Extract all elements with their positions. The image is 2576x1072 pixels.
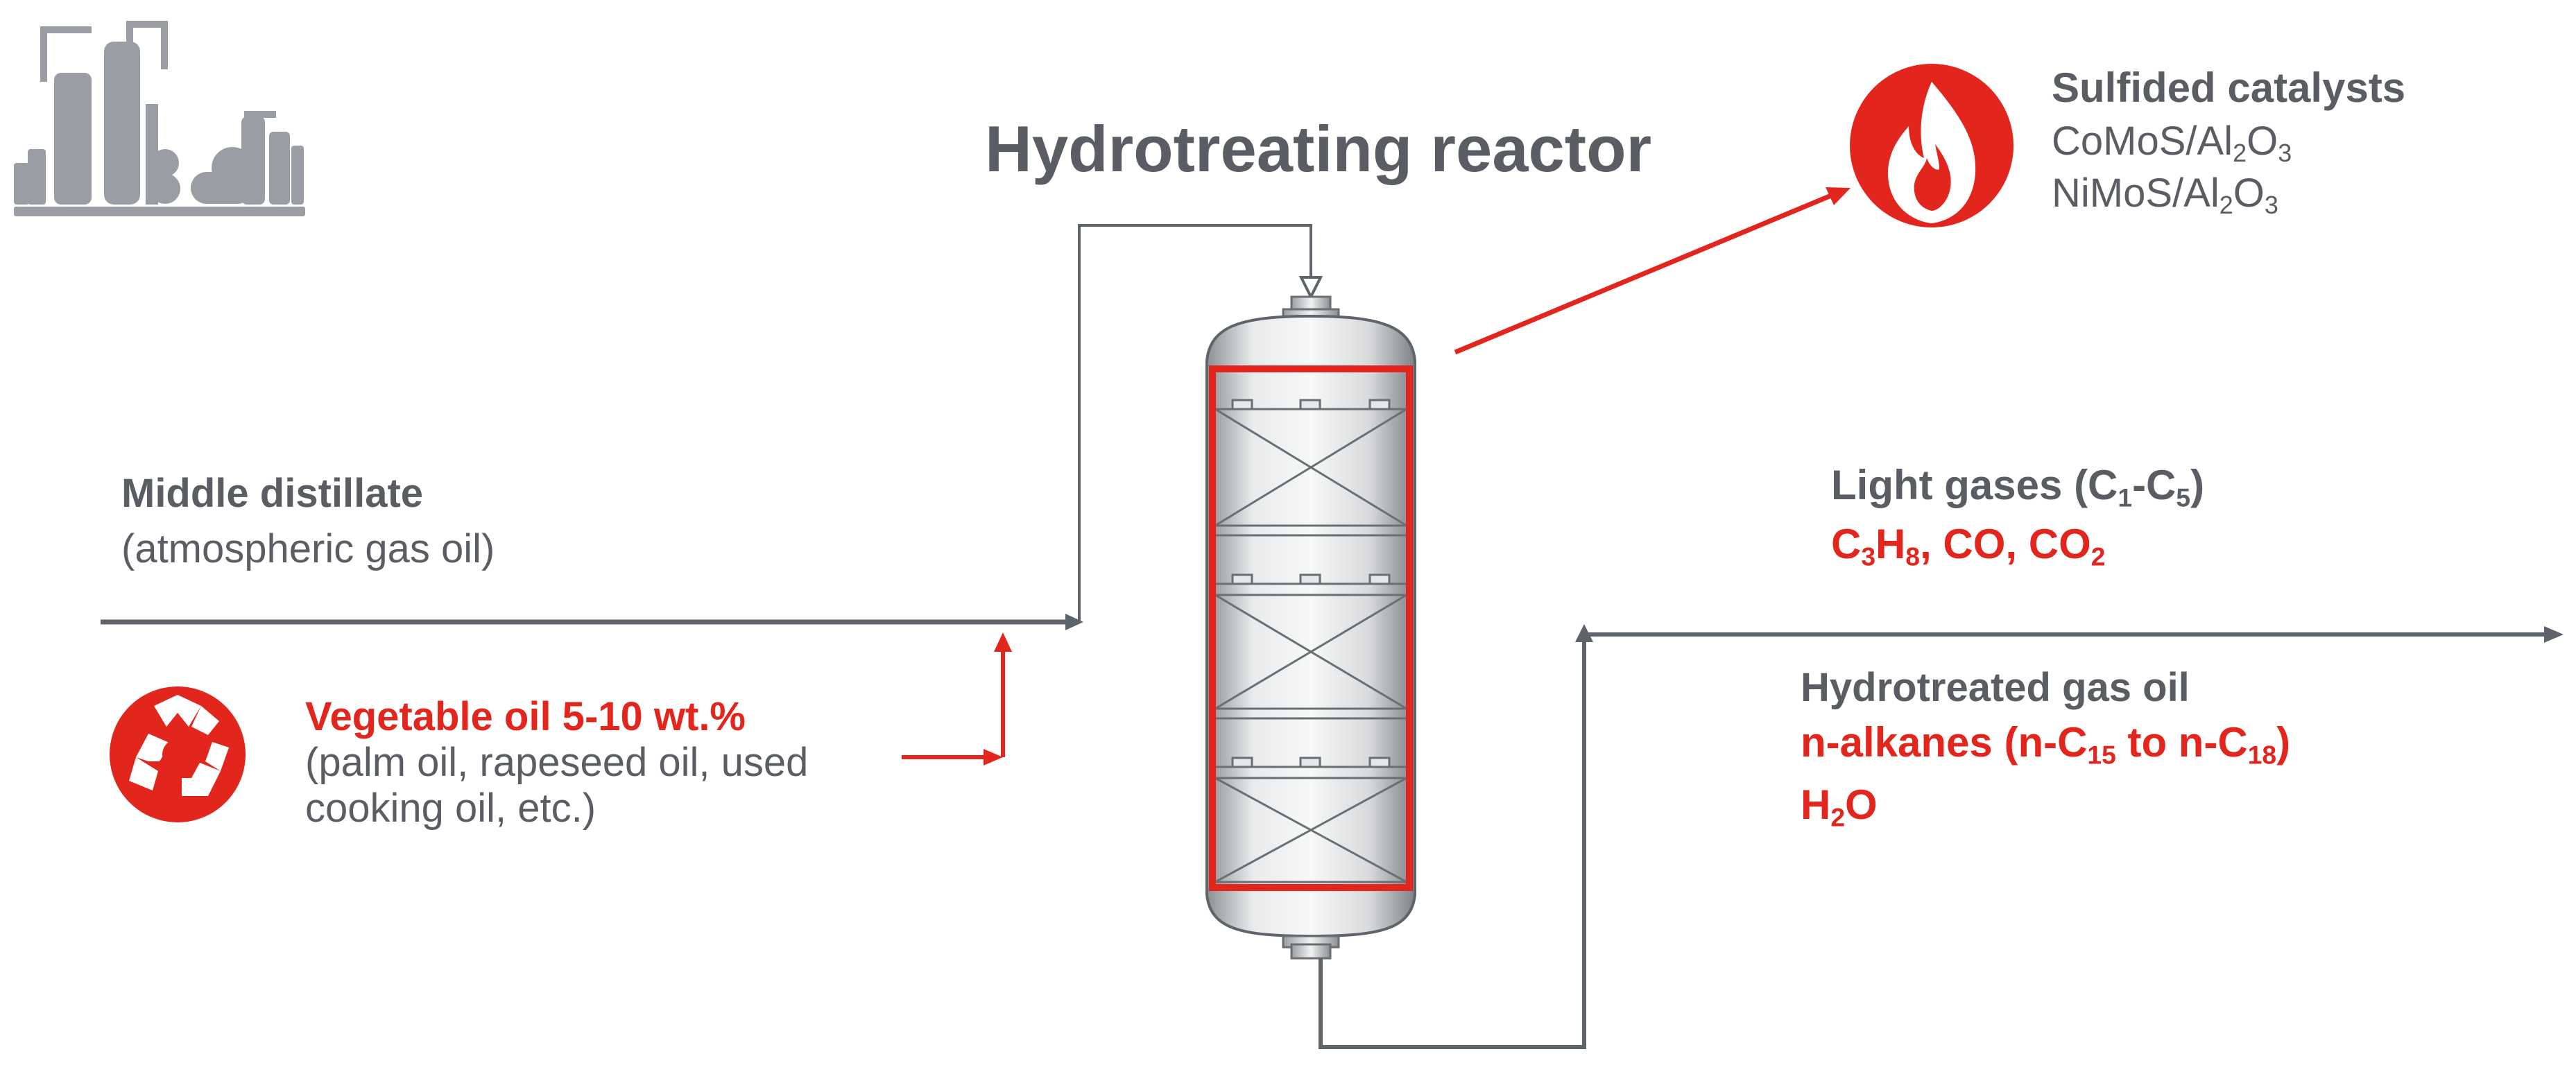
feed-arrowhead <box>1065 614 1083 630</box>
catalyst-formula-nimos: NiMoS/Al2O3 <box>2052 171 2278 220</box>
cofeed-arrowhead-right <box>984 749 1003 766</box>
reactor-inlet-arrowhead <box>1298 276 1323 300</box>
gases-heading: Light gases (C1-C5) <box>1831 462 2205 512</box>
catalyst-arrowhead <box>1826 187 1851 205</box>
product-water: H2O <box>1801 781 1878 832</box>
product-riser-arrowhead <box>1575 624 1593 642</box>
catalyst-section-outline <box>1209 365 1413 891</box>
cofeed-subtext-1: (palm oil, rapeseed oil, used <box>305 740 809 785</box>
feed-heading: Middle distillate <box>121 471 424 516</box>
feed-riser-line <box>1078 224 1312 622</box>
product-heading: Hydrotreated gas oil <box>1801 665 2190 710</box>
product-line <box>1319 632 2545 1049</box>
recycle-icon <box>110 686 246 822</box>
cofeed-arrow <box>902 646 1005 759</box>
feed-subtext: (atmospheric gas oil) <box>121 526 495 571</box>
gases-species: C3H8, CO, CO2 <box>1831 521 2106 571</box>
diagram-title: Hydrotreating reactor <box>985 112 1652 185</box>
refinery-icon <box>14 21 305 216</box>
catalyst-heading: Sulfided catalysts <box>2052 64 2406 111</box>
product-alkanes: n-alkanes (n-C15 to n-C18) <box>1801 719 2291 770</box>
product-outlet-arrowhead <box>2544 626 2564 643</box>
cofeed-arrowhead-up <box>994 632 1012 652</box>
cofeed-subtext-2: cooking oil, etc.) <box>305 786 596 831</box>
reactor-vessel <box>1205 295 1416 960</box>
catalyst-arrow <box>1454 193 1832 355</box>
catalyst-formula-comos: CoMoS/Al2O3 <box>2052 119 2292 168</box>
cofeed-heading: Vegetable oil 5-10 wt.% <box>305 694 746 739</box>
flame-icon <box>1850 64 2013 227</box>
